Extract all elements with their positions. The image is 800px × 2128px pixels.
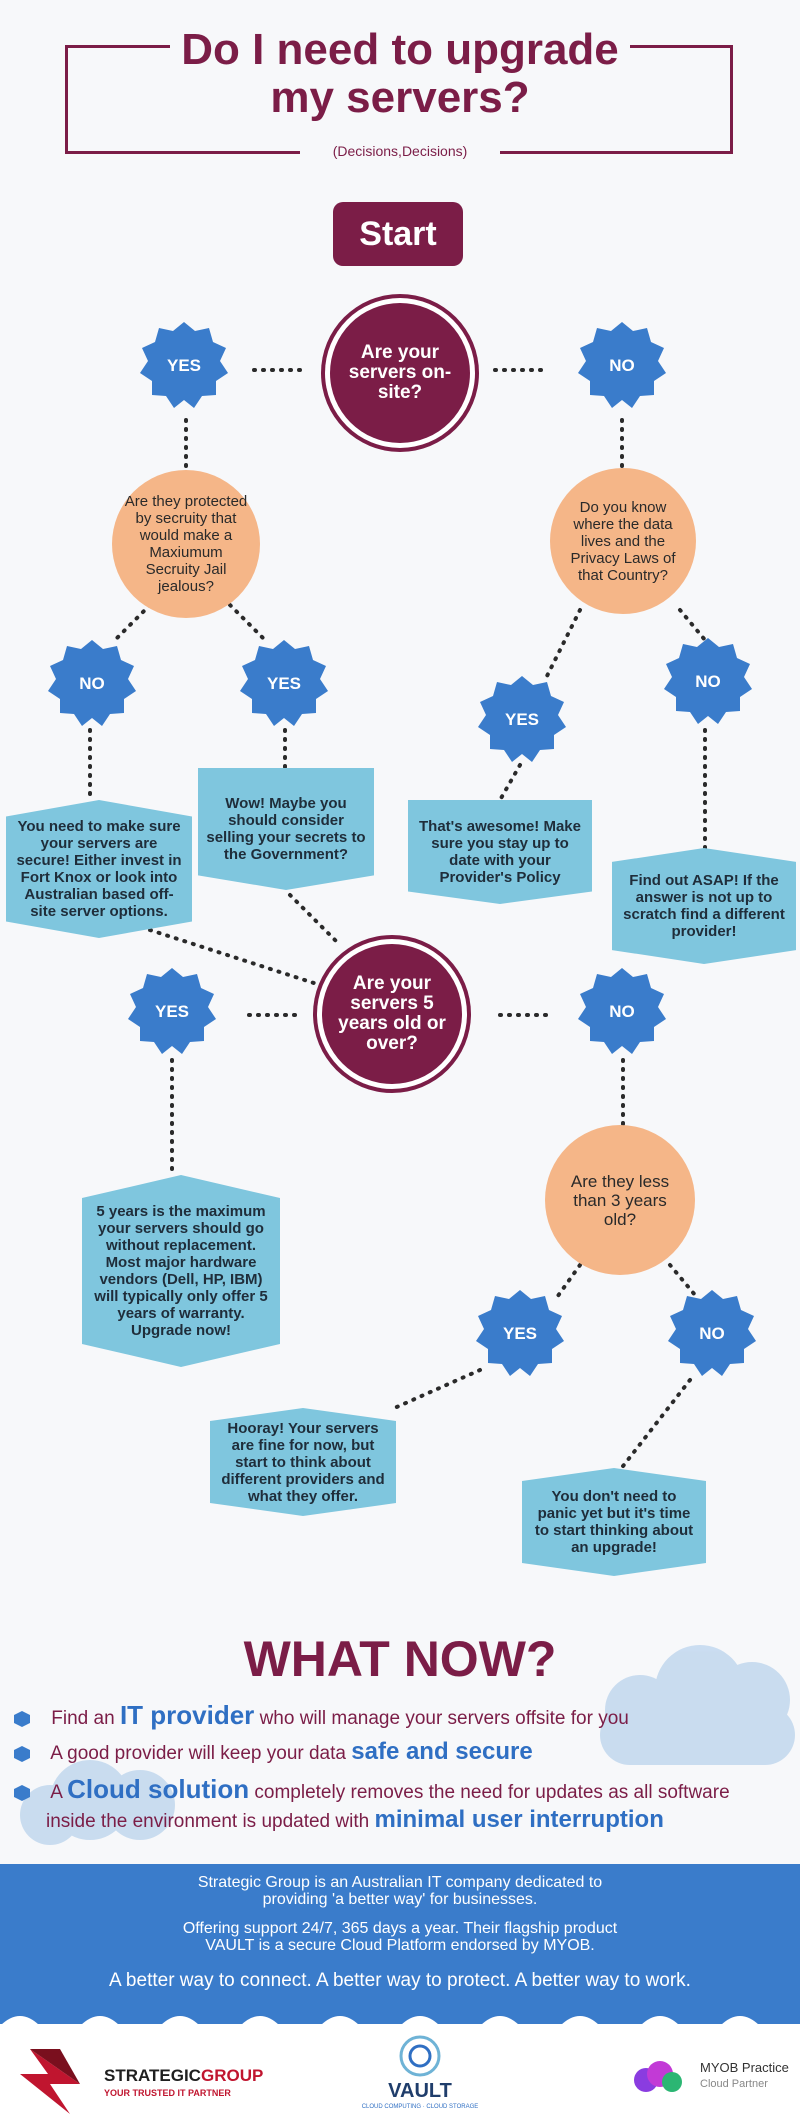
result-insecure: You need to make sure your servers are s…: [6, 800, 192, 938]
badge-shape-icon: [578, 322, 666, 408]
question-security: Are they protected by secruity that woul…: [112, 470, 260, 618]
vault-cloud-icon: [399, 2035, 441, 2077]
sg-name-b: GROUP: [200, 2066, 264, 2085]
badge-yes-security: YES: [240, 640, 328, 728]
strategic-group-logo: STRATEGICGROUP YOUR TRUSTED IT PARTNER: [20, 2044, 280, 2114]
title-line-right: [630, 45, 733, 48]
badge-no-data: NO: [664, 638, 752, 726]
start-label: Start: [333, 202, 463, 266]
badge-shape-icon: [478, 676, 566, 762]
vault-sub: CLOUD COMPUTING · CLOUD STORAGE: [361, 2104, 479, 2110]
question-server-age: Are your servers 5 years old or over?: [322, 944, 462, 1084]
badge-yes-onsite: YES: [140, 322, 228, 410]
badge-no-age: NO: [578, 968, 666, 1056]
sg-tagline: YOUR TRUSTED IT PARTNER: [104, 2088, 231, 2098]
result-data-unknown: Find out ASAP! If the answer is not up t…: [612, 848, 796, 964]
badge-no-security: NO: [48, 640, 136, 728]
question-three-years: Are they less than 3 years old?: [545, 1125, 695, 1275]
question-onsite: Are your servers on-site?: [330, 303, 470, 443]
result-data-known: That's awesome! Make sure you stay up to…: [408, 800, 592, 904]
bullet-cloud-solution: A Cloud solution completely removes the …: [14, 1774, 784, 1805]
badge-yes-data: YES: [478, 676, 566, 764]
what-now-heading: WHAT NOW?: [243, 1631, 557, 1687]
myob-name: MYOB Practice: [700, 2060, 789, 2075]
bullet-cloud-solution-line2: inside the environment is updated with m…: [46, 1806, 664, 1833]
footer-tagline: A better way to connect. A better way to…: [109, 1970, 691, 1991]
result-fine-for-now: Hooray! Your servers are fine for now, b…: [210, 1408, 396, 1516]
footer-about: Strategic Group is an Australian IT comp…: [197, 1874, 603, 1908]
badge-shape-icon: [664, 638, 752, 724]
vault-name: VAULT: [388, 2080, 452, 2102]
badge-shape-icon: [48, 640, 136, 726]
badge-shape-icon: [240, 640, 328, 726]
result-upgrade-now: 5 years is the maximum your servers shou…: [82, 1175, 280, 1367]
title-line-left: [65, 45, 170, 48]
result-start-thinking: You don't need to panic yet but it's tim…: [522, 1468, 706, 1576]
footer-support: Offering support 24/7, 365 days a year. …: [182, 1920, 618, 1954]
badge-yes-age: YES: [128, 968, 216, 1056]
badge-yes-three: YES: [476, 1290, 564, 1378]
badge-no-three: NO: [668, 1290, 756, 1378]
hexagon-bullet-icon: [14, 1745, 30, 1762]
badge-shape-icon: [128, 968, 216, 1054]
sg-name-a: STRATEGIC: [104, 2066, 201, 2085]
hexagon-bullet-icon: [14, 1710, 30, 1727]
result-secure: Wow! Maybe you should consider selling y…: [198, 768, 374, 890]
badge-no-onsite: NO: [578, 322, 666, 410]
badge-shape-icon: [476, 1290, 564, 1376]
myob-sub: Cloud Partner: [700, 2078, 768, 2090]
footer-wave: [0, 2016, 800, 2026]
vault-logo: VAULT CLOUD COMPUTING · CLOUD STORAGE: [360, 2034, 480, 2124]
badge-shape-icon: [668, 1290, 756, 1376]
badge-shape-icon: [140, 322, 228, 408]
question-data-location: Do you know where the data lives and the…: [550, 468, 696, 614]
strategic-group-mark-icon: [20, 2049, 80, 2114]
myob-logo: MYOB Practice Cloud Partner: [630, 2054, 790, 2104]
hexagon-bullet-icon: [14, 1784, 30, 1801]
bullet-safe-secure: A good provider will keep your data safe…: [14, 1738, 784, 1766]
badge-shape-icon: [578, 968, 666, 1054]
myob-cloud-icon: [634, 2061, 682, 2092]
bullet-it-provider: Find an IT provider who will manage your…: [14, 1700, 784, 1731]
footer-band: Strategic Group is an Australian IT comp…: [0, 1864, 800, 2026]
page-subtitle: (Decisions,Decisions): [300, 143, 500, 159]
logo-strip: STRATEGICGROUP YOUR TRUSTED IT PARTNER V…: [0, 2024, 800, 2128]
page-title: Do I need to upgrade my servers?: [181, 25, 619, 122]
